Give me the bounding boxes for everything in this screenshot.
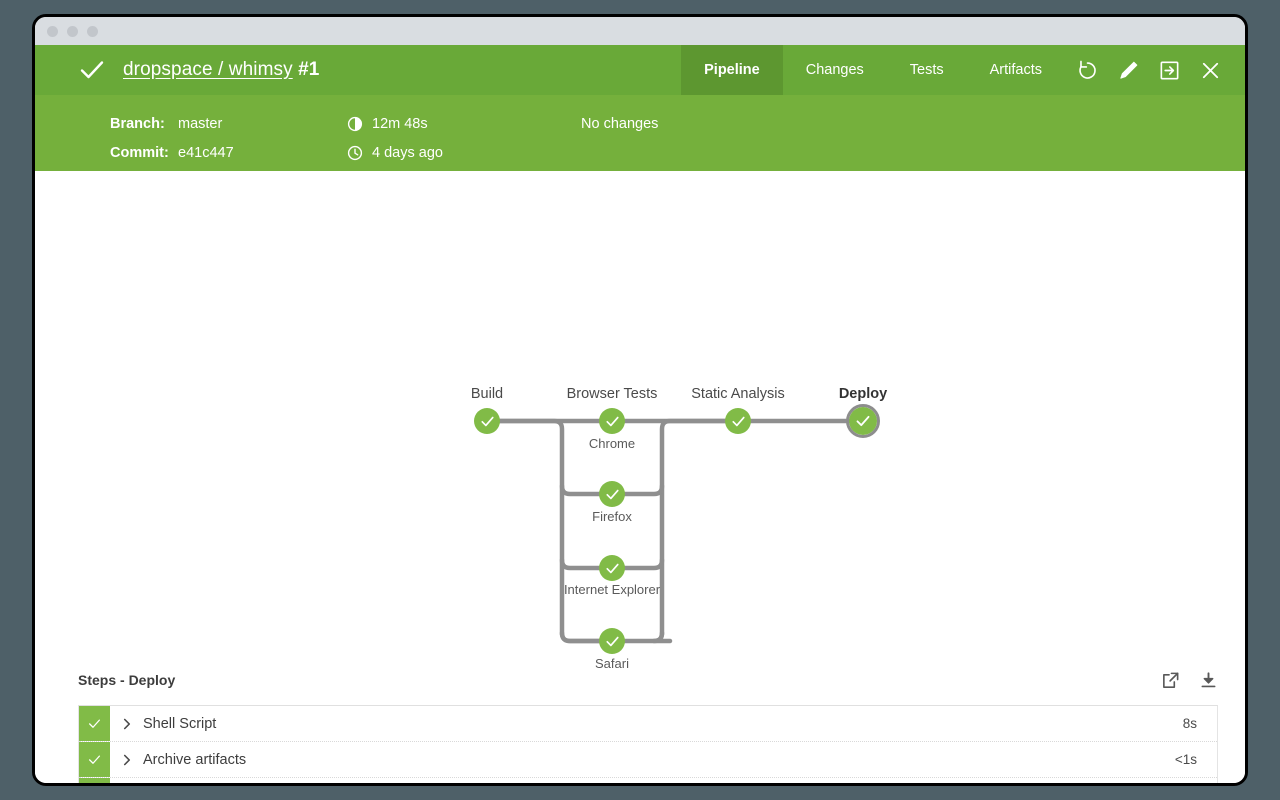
- pipeline-node-label-internet-explorer: Internet Explorer: [563, 582, 661, 597]
- run-info-bar: Branch: master 12m 48s No changes Commit…: [35, 95, 1245, 171]
- steps-title: Steps - Deploy: [78, 672, 176, 688]
- stage-label-deploy: Deploy: [838, 386, 888, 402]
- browser-window: dropspace / whimsy #1 Pipeline Changes T…: [32, 14, 1248, 786]
- duration-icon: [347, 116, 363, 132]
- tab-changes-label: Changes: [805, 62, 864, 78]
- branch-label: Branch:: [110, 116, 165, 132]
- stage-label-static-analysis: Static Analysis: [691, 386, 785, 402]
- commit-value[interactable]: e41c447: [178, 145, 234, 161]
- window-close-dot[interactable]: [47, 25, 58, 37]
- step-duration: <1s: [1175, 778, 1217, 783]
- app-header: dropspace / whimsy #1 Pipeline Changes T…: [35, 45, 1245, 95]
- info-row-secondary: Commit: e41c447 4 days ago: [35, 138, 1245, 168]
- tab-changes[interactable]: Changes: [783, 45, 887, 95]
- window-zoom-dot[interactable]: [87, 25, 98, 37]
- stage-label-browser-tests: Browser Tests: [566, 386, 658, 402]
- stage-label-build: Build: [470, 386, 504, 402]
- step-row[interactable]: General Build Step <1s: [79, 778, 1217, 783]
- changes-value: No changes: [581, 116, 659, 132]
- pipeline-node-label-safari: Safari: [595, 656, 629, 671]
- logs-icon[interactable]: [1157, 58, 1182, 83]
- window-minimize-dot[interactable]: [67, 25, 78, 37]
- rerun-icon[interactable]: [1075, 58, 1100, 83]
- tab-pipeline[interactable]: Pipeline: [681, 45, 783, 95]
- pipeline-node-firefox[interactable]: [599, 481, 625, 507]
- run-title-link[interactable]: dropspace / whimsy: [123, 59, 293, 80]
- commit-field: Commit: e41c447: [110, 145, 234, 161]
- step-row[interactable]: Shell Script 8s: [79, 706, 1217, 742]
- steps-list: Shell Script 8s Archive artifacts: [78, 705, 1218, 783]
- duration-value: 12m 48s: [372, 116, 428, 132]
- pipeline-node-safari[interactable]: [599, 628, 625, 654]
- chevron-right-icon[interactable]: [110, 778, 143, 783]
- chevron-right-icon[interactable]: [110, 742, 143, 777]
- steps-panel: Steps - Deploy: [78, 665, 1218, 783]
- step-name: Archive artifacts: [143, 751, 247, 768]
- status-check-icon: [79, 57, 105, 83]
- time-field: 4 days ago: [347, 145, 443, 161]
- pipeline-node-deploy[interactable]: [846, 404, 880, 438]
- window-titlebar: [35, 17, 1245, 45]
- edit-icon[interactable]: [1116, 58, 1141, 83]
- pipeline-graph: Build Browser Tests Static Analysis Depl…: [35, 171, 1245, 671]
- step-duration: <1s: [1174, 752, 1197, 767]
- pipeline-node-label-chrome: Chrome: [588, 436, 636, 451]
- step-status-icon: [79, 742, 110, 777]
- clock-icon: [347, 145, 363, 161]
- step-row[interactable]: Archive artifacts <1s: [79, 742, 1217, 778]
- run-number: #1: [298, 59, 320, 80]
- info-row-primary: Branch: master 12m 48s No changes: [35, 109, 1245, 139]
- changes-field: No changes: [581, 116, 658, 132]
- commit-label: Commit:: [110, 145, 169, 161]
- step-name: General Build Step: [143, 778, 1175, 783]
- tab-artifacts[interactable]: Artifacts: [967, 45, 1065, 95]
- branch-value: master: [178, 116, 223, 132]
- tab-pipeline-label: Pipeline: [704, 62, 760, 78]
- tab-artifacts-label: Artifacts: [989, 62, 1042, 78]
- step-duration: 8s: [1182, 716, 1197, 731]
- tab-tests-label: Tests: [909, 62, 944, 78]
- pipeline-edges: [484, 418, 866, 644]
- steps-tools: [1160, 670, 1218, 690]
- duration-field: 12m 48s: [347, 116, 428, 132]
- pipeline-node-chrome[interactable]: [599, 408, 625, 434]
- step-name: Shell Script: [143, 715, 217, 732]
- pipeline-node-build[interactable]: [474, 408, 500, 434]
- download-icon[interactable]: [1198, 670, 1218, 690]
- time-ago-value: 4 days ago: [372, 145, 443, 161]
- step-status-icon: [79, 778, 110, 783]
- tab-tests[interactable]: Tests: [887, 45, 967, 95]
- pipeline-node-internet-explorer[interactable]: [599, 555, 625, 581]
- main-content: Build Browser Tests Static Analysis Depl…: [35, 171, 1245, 783]
- chevron-right-icon[interactable]: [110, 706, 143, 741]
- branch-field: Branch: master: [110, 116, 222, 132]
- header-tabs: Pipeline Changes Tests Artifacts: [681, 45, 1065, 95]
- pipeline-node-static-analysis[interactable]: [725, 408, 751, 434]
- header-actions: [1065, 45, 1245, 95]
- run-title[interactable]: dropspace / whimsy #1: [123, 59, 319, 81]
- steps-header: Steps - Deploy: [78, 665, 1218, 695]
- open-external-icon[interactable]: [1160, 670, 1180, 690]
- close-icon[interactable]: [1198, 58, 1223, 83]
- header-left: dropspace / whimsy #1: [35, 45, 681, 95]
- pipeline-node-label-firefox: Firefox: [592, 509, 632, 524]
- step-status-icon: [79, 706, 110, 741]
